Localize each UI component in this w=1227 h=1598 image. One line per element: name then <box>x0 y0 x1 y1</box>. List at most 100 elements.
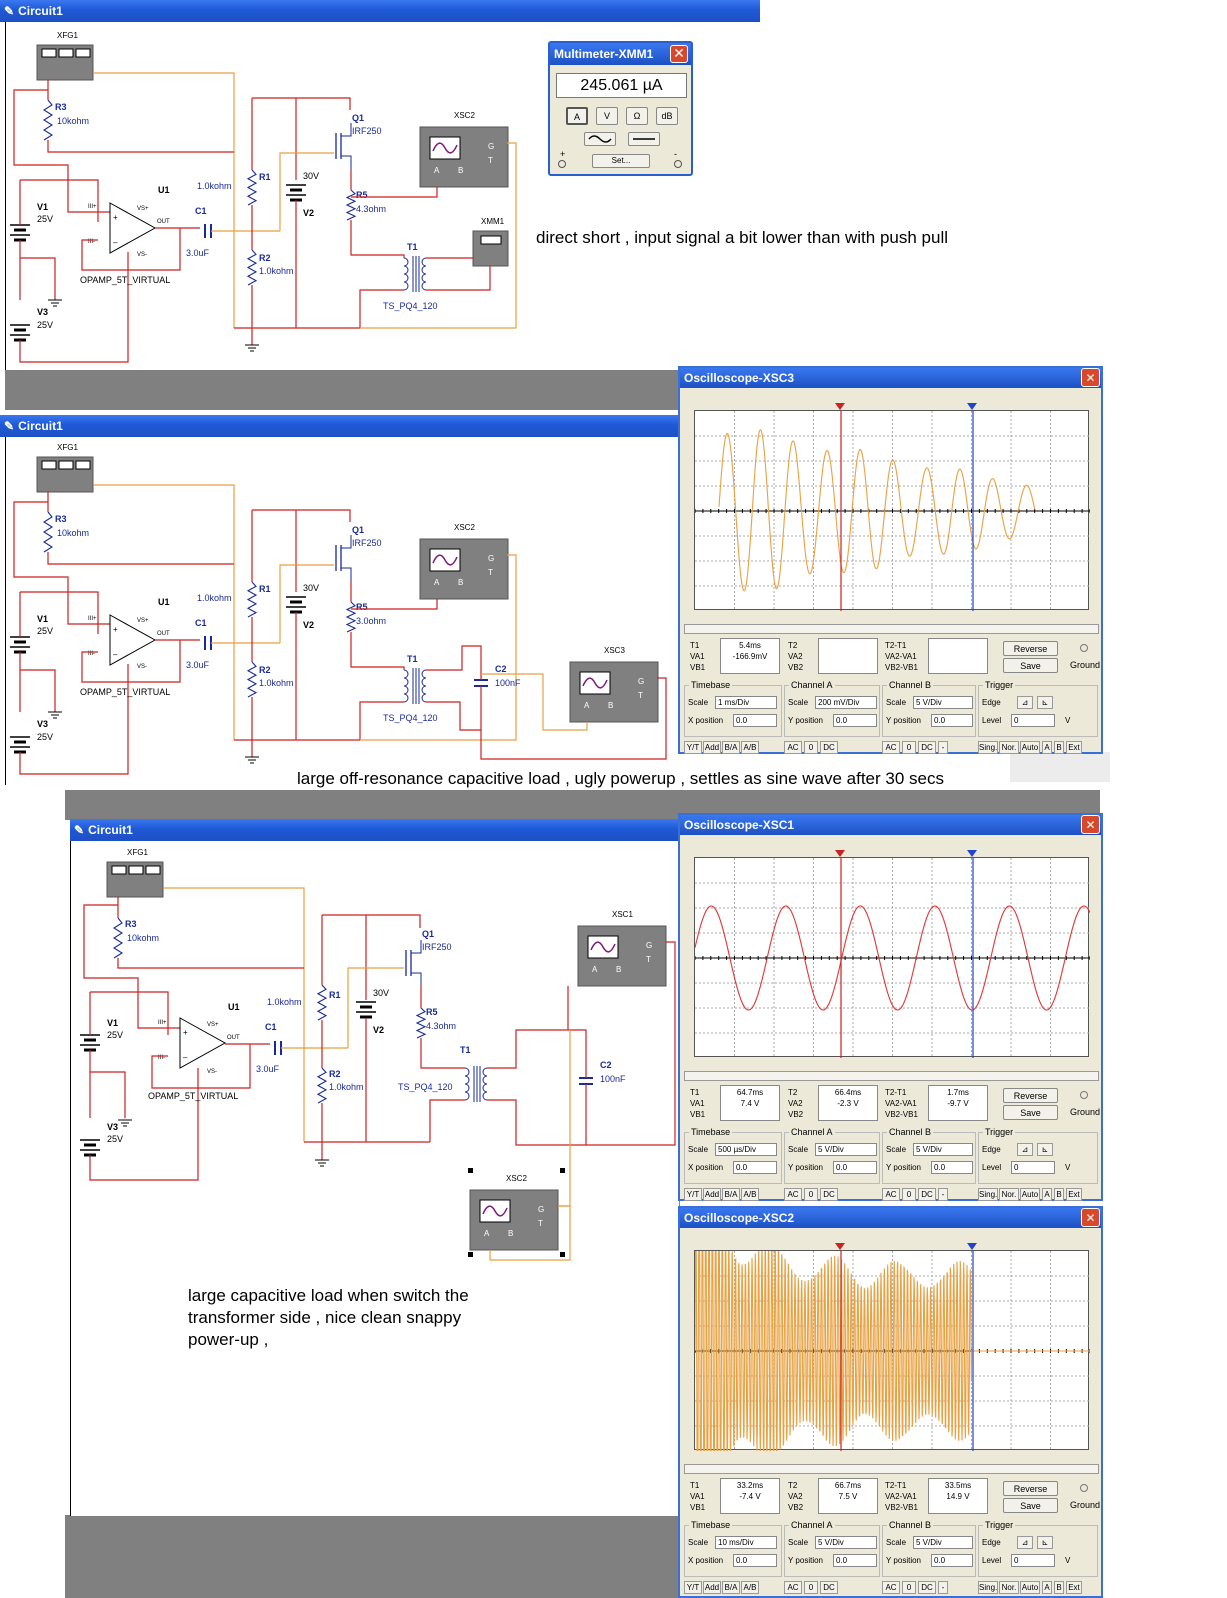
capacitor-c1[interactable] <box>204 224 212 238</box>
negative-terminal-icon[interactable] <box>674 160 682 168</box>
horizontal-scrollbar[interactable] <box>684 1464 1099 1474</box>
battery-v3[interactable] <box>10 736 30 754</box>
wire[interactable] <box>89 1068 199 1181</box>
resistor-r5[interactable] <box>415 1007 427 1039</box>
control-minus-button[interactable]: - <box>938 1581 948 1594</box>
scope-graph[interactable] <box>694 411 1091 611</box>
control-sing-button[interactable]: Sing. <box>978 741 998 754</box>
falling-edge-button[interactable]: ⊾ <box>1037 1143 1053 1156</box>
wire[interactable] <box>359 289 404 328</box>
set-button[interactable]: Set... <box>592 154 650 168</box>
wire[interactable] <box>426 645 482 680</box>
function-generator-xfg1[interactable] <box>36 44 94 81</box>
control-ba-button[interactable]: B/A <box>722 1188 740 1201</box>
control-dc-button[interactable]: DC <box>918 1188 936 1201</box>
wire[interactable] <box>558 1030 571 1207</box>
control-zero-button[interactable]: 0 <box>804 1581 818 1594</box>
control-ac-button[interactable]: AC <box>784 1188 802 1201</box>
resistor-r1[interactable] <box>316 984 328 1021</box>
control-ext-button[interactable]: Ext <box>1066 1188 1082 1201</box>
rising-edge-button[interactable]: ⊿ <box>1017 1536 1033 1549</box>
channel-a-ypos-field[interactable]: 0.0 <box>833 1554 877 1567</box>
control-ab-button[interactable]: A/B <box>741 1581 759 1594</box>
schematic-2[interactable]: XFG1R310kohmV125VV325V+–U1III+III-VS+VS-… <box>0 412 680 782</box>
control-auto-button[interactable]: Auto <box>1020 1581 1040 1594</box>
mosfet-q1[interactable] <box>335 535 352 581</box>
wire[interactable] <box>586 941 676 1146</box>
cursor-t2-handle-icon[interactable] <box>967 1243 977 1250</box>
control-dc-button[interactable]: DC <box>820 741 838 754</box>
wire[interactable] <box>279 564 334 643</box>
mode-voltmeter-button[interactable]: V <box>596 107 618 125</box>
control-minus-button[interactable]: - <box>938 1188 948 1201</box>
control-dc-button[interactable]: DC <box>918 1581 936 1594</box>
control-zero-button[interactable]: 0 <box>902 1581 916 1594</box>
resistor-r1[interactable] <box>246 581 258 618</box>
wire[interactable] <box>351 599 438 610</box>
wire[interactable] <box>163 887 305 1142</box>
battery-v1[interactable] <box>80 1034 100 1052</box>
wire[interactable] <box>20 669 56 712</box>
wire[interactable] <box>351 187 438 198</box>
opamp-u1[interactable]: +– <box>109 614 157 666</box>
battery-v2[interactable] <box>356 1001 376 1019</box>
capacitor-c2[interactable] <box>579 1077 593 1085</box>
control-add-button[interactable]: Add <box>703 1188 721 1201</box>
control-yt-button[interactable]: Y/T <box>684 741 702 754</box>
oscilloscope-titlebar[interactable]: Oscilloscope-XSC2 <box>680 1208 1101 1228</box>
wire[interactable] <box>426 686 482 731</box>
wire[interactable] <box>420 1038 465 1069</box>
wire[interactable] <box>151 1044 251 1089</box>
save-button[interactable]: Save <box>1003 1498 1058 1513</box>
trigger-level-field[interactable]: 0 <box>1011 1554 1055 1567</box>
control-ab-button[interactable]: A/B <box>741 741 759 754</box>
wire[interactable] <box>81 640 181 683</box>
wire[interactable] <box>481 673 588 731</box>
wire[interactable] <box>13 492 110 625</box>
control-ba-button[interactable]: B/A <box>722 1581 740 1594</box>
channel-a-ypos-field[interactable]: 0.0 <box>833 1161 877 1174</box>
opamp-u1[interactable]: +– <box>179 1017 227 1069</box>
resistor-r2[interactable] <box>246 249 258 286</box>
control-ac-button[interactable]: AC <box>784 741 802 754</box>
control-a-button[interactable]: A <box>1042 1188 1052 1201</box>
positive-terminal-icon[interactable] <box>558 160 566 168</box>
control-a-button[interactable]: A <box>1042 741 1052 754</box>
control-nor-button[interactable]: Nor. <box>999 741 1019 754</box>
wire[interactable] <box>93 484 235 740</box>
mode-ohm-button[interactable]: Ω <box>626 107 648 125</box>
selection-handle[interactable] <box>560 1168 565 1173</box>
oscilloscope-titlebar[interactable]: Oscilloscope-XSC1 <box>680 815 1101 835</box>
ground-terminal-icon[interactable] <box>1080 1484 1088 1492</box>
channel-a-scale-field[interactable]: 5 V/Div <box>815 1143 877 1156</box>
resistor-r2[interactable] <box>316 1067 328 1104</box>
timebase-scale-field[interactable]: 1 ms/Div <box>715 696 777 709</box>
control-nor-button[interactable]: Nor. <box>999 1188 1019 1201</box>
wire[interactable] <box>487 1029 587 1078</box>
falling-edge-button[interactable]: ⊾ <box>1037 1536 1053 1549</box>
control-auto-button[interactable]: Auto <box>1020 741 1040 754</box>
wire[interactable] <box>90 991 169 1035</box>
falling-edge-button[interactable]: ⊾ <box>1037 696 1053 709</box>
trigger-level-field[interactable]: 0 <box>1011 1161 1055 1174</box>
multimeter-titlebar[interactable]: Multimeter-XMM1 <box>550 43 691 65</box>
wire[interactable] <box>360 554 517 741</box>
transformer-t1[interactable] <box>403 256 427 292</box>
close-icon[interactable]: ✕ <box>670 45 688 63</box>
cursor-t1-handle-icon[interactable] <box>835 403 845 410</box>
wire[interactable] <box>19 252 129 363</box>
horizontal-scrollbar[interactable] <box>684 1071 1099 1081</box>
control-yt-button[interactable]: Y/T <box>684 1581 702 1594</box>
circuit-window-titlebar-1[interactable]: ✎Circuit1 <box>0 0 760 22</box>
wire[interactable] <box>20 179 99 222</box>
control-ext-button[interactable]: Ext <box>1066 1581 1082 1594</box>
mode-db-button[interactable]: dB <box>656 107 678 125</box>
reverse-button[interactable]: Reverse <box>1003 641 1058 656</box>
capacitor-c1[interactable] <box>274 1041 282 1055</box>
selection-handle[interactable] <box>560 1252 565 1257</box>
circuit-canvas-2[interactable] <box>5 437 680 785</box>
wire[interactable] <box>322 914 421 928</box>
wire[interactable] <box>350 632 405 670</box>
